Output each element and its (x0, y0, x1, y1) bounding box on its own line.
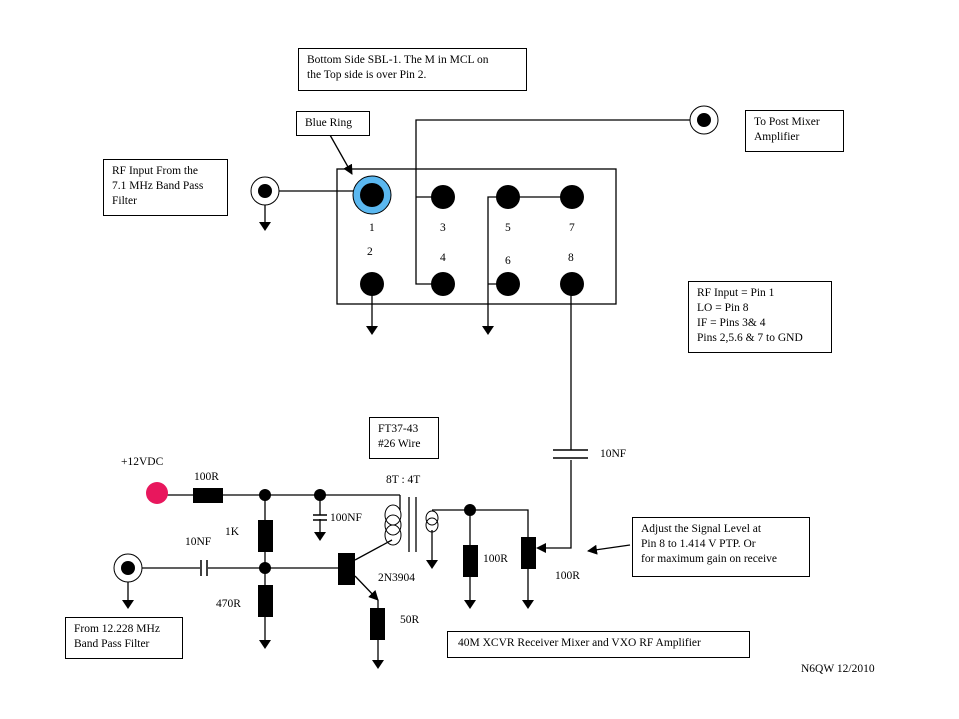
pin-label-3: 3 (440, 222, 446, 234)
wire-secondary (432, 509, 529, 600)
mixer-body (336, 168, 617, 305)
pin-label-5: 5 (505, 222, 511, 234)
ground-symbols (122, 222, 534, 669)
label-c-bypass: 100NF (330, 512, 362, 524)
pin-2 (360, 272, 384, 296)
ground-icon (522, 600, 534, 609)
wire-gnd-567 (487, 196, 571, 326)
transformer-secondary (425, 510, 439, 533)
label-r-load: 100R (483, 553, 508, 565)
label-c-input: 10NF (185, 536, 212, 548)
resistor-load (463, 545, 478, 577)
ground-icon (372, 660, 384, 669)
pin-label-8: 8 (568, 252, 574, 264)
potentiometer (521, 537, 536, 569)
wire-collector (354, 539, 393, 561)
resistor-50r (370, 608, 385, 640)
emitter-arrow (354, 575, 379, 601)
pin-label-4: 4 (440, 252, 446, 264)
label-r-470: 470R (216, 598, 241, 610)
pin-3 (431, 185, 455, 209)
ground-icon (314, 532, 326, 541)
junctions (259, 489, 476, 574)
note-toroid: FT37-43 #26 Wire (369, 417, 439, 459)
note-blue-ring: Blue Ring (296, 111, 370, 136)
pin-7 (560, 185, 584, 209)
label-r-emitter: 50R (400, 614, 420, 626)
resistor-1k (258, 520, 273, 552)
note-bottom-side: Bottom Side SBL-1. The M in MCL on the T… (298, 48, 527, 91)
wire-lo (540, 460, 572, 549)
pin-4 (431, 272, 455, 296)
resistors (193, 488, 536, 640)
ground-icon (426, 560, 438, 569)
pin-6 (496, 272, 520, 296)
label-r-1k: 1K (225, 526, 240, 538)
pin-1 (360, 183, 384, 207)
diagram-title: 40M XCVR Receiver Mixer and VXO RF Ampli… (447, 631, 750, 658)
pin-5 (496, 185, 520, 209)
pin-label-2: 2 (367, 246, 373, 258)
transformer-primary (384, 504, 402, 546)
ground-icon (464, 600, 476, 609)
note-post-mixer: To Post Mixer Amplifier (745, 110, 844, 152)
ground-icon (366, 326, 378, 335)
label-pot: 100R (555, 570, 580, 582)
resistor-470r (258, 585, 273, 617)
ground-icon (259, 222, 271, 231)
note-adjust: Adjust the Signal Level at Pin 8 to 1.41… (632, 517, 810, 577)
label-r-supply: 100R (194, 471, 219, 483)
label-supply: +12VDC (121, 456, 164, 468)
note-pin-map: RF Input = Pin 1 LO = Pin 8 IF = Pins 3&… (688, 281, 832, 353)
connectors (113, 105, 719, 583)
pin-label-1: 1 (369, 222, 375, 234)
pin-8 (560, 272, 584, 296)
label-turns-ratio: 8T : 4T (386, 474, 421, 486)
pot-wiper-icon (536, 543, 546, 553)
note-rf-input: RF Input From the 7.1 MHz Band Pass Filt… (103, 159, 228, 216)
ground-icon (122, 600, 134, 609)
ground-icon (259, 640, 271, 649)
label-c-coupling: 10NF (600, 448, 627, 460)
adjust-pointer (587, 544, 631, 555)
ground-icon (482, 326, 494, 335)
label-transistor: 2N3904 (378, 572, 416, 584)
supply-terminal (146, 482, 168, 504)
pin-label-6: 6 (505, 255, 511, 267)
pin-label-7: 7 (569, 222, 575, 234)
resistor-supply (193, 488, 223, 503)
mixer-pins (352, 175, 584, 296)
wire-if (415, 119, 704, 285)
author-date: N6QW 12/2010 (801, 663, 875, 675)
transistor-body (338, 553, 355, 585)
blue-ring-pointer (329, 134, 353, 175)
note-lo-input: From 12.228 MHz Band Pass Filter (65, 617, 183, 659)
